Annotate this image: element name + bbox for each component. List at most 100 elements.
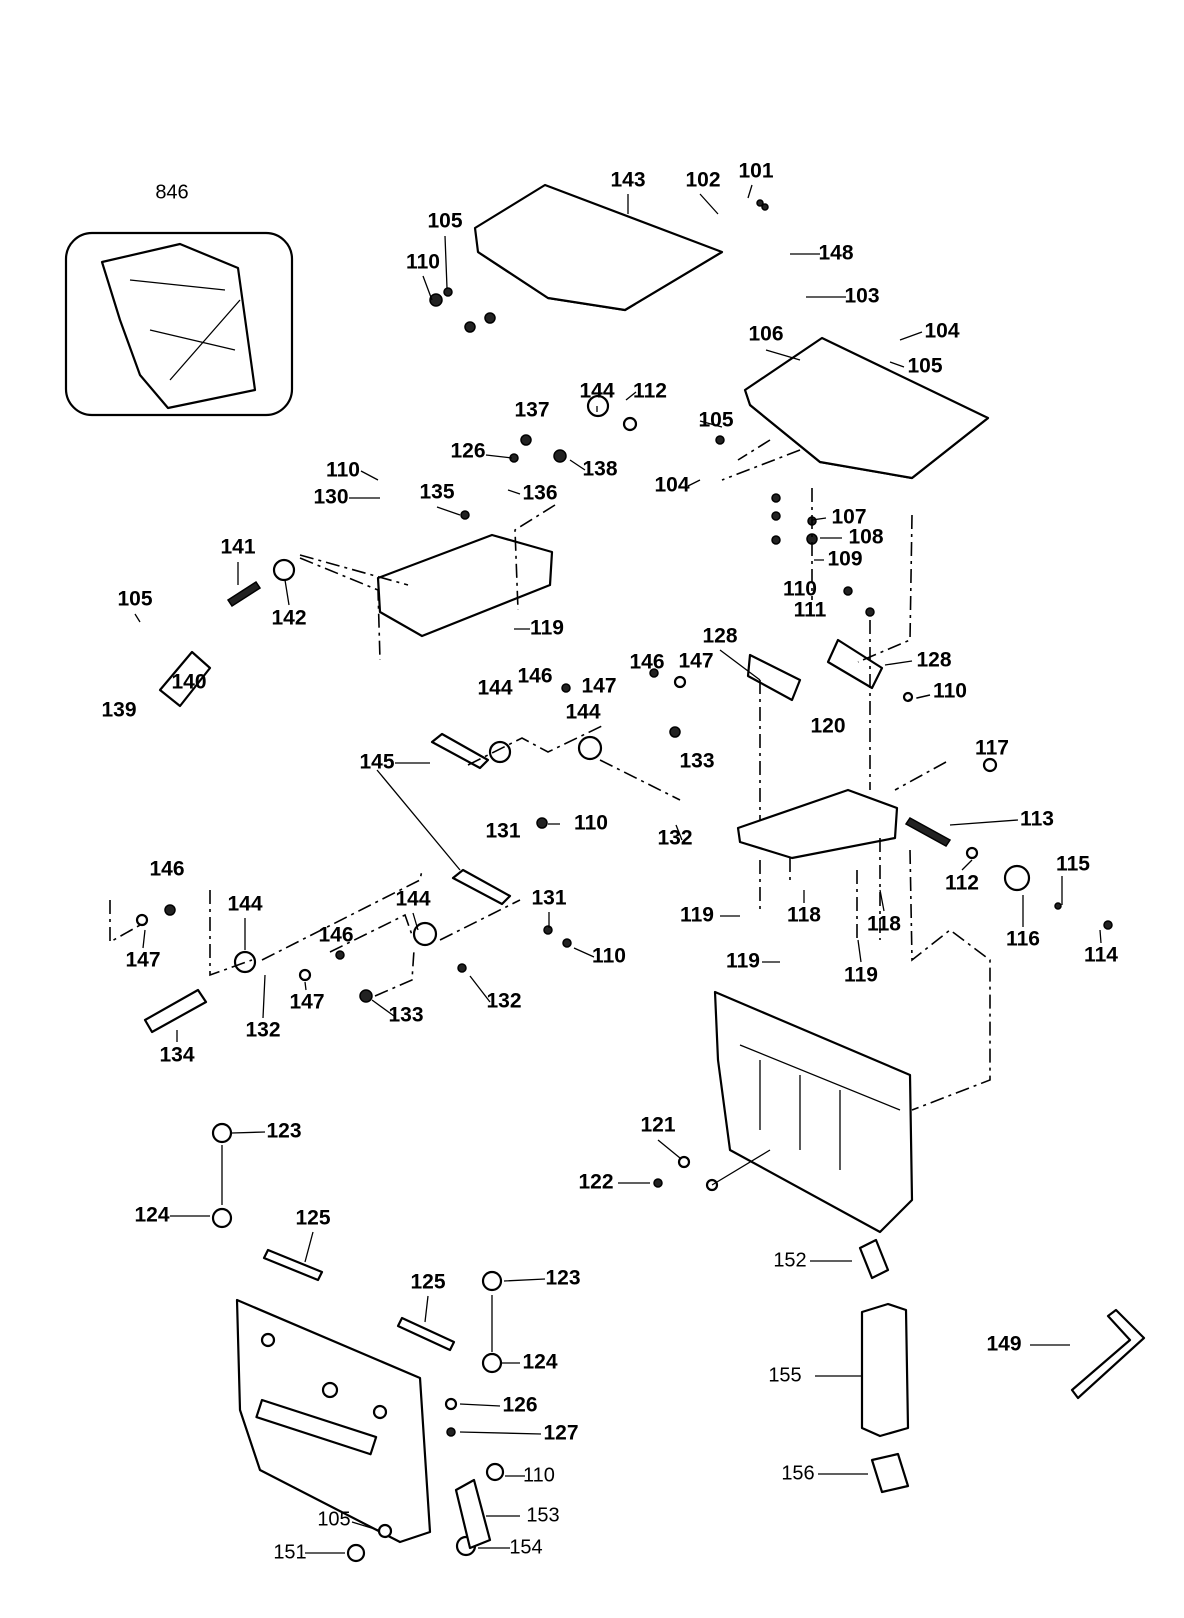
callout-127: 127 bbox=[543, 1422, 578, 1445]
callout-107: 107 bbox=[831, 506, 866, 529]
callout-119: 119 bbox=[680, 904, 714, 927]
frame-part-120 bbox=[736, 788, 899, 860]
callout-105: 105 bbox=[427, 210, 462, 233]
callout-112: 112 bbox=[945, 872, 979, 895]
callout-144: 144 bbox=[579, 380, 614, 403]
callout-154: 154 bbox=[509, 1536, 542, 1558]
pin-part-125 bbox=[262, 1248, 324, 1282]
pin-part-125 bbox=[396, 1316, 456, 1352]
callout-119: 119 bbox=[844, 964, 878, 987]
callout-131: 131 bbox=[531, 887, 566, 910]
callout-140: 140 bbox=[171, 671, 206, 694]
callout-105: 105 bbox=[907, 355, 942, 378]
callout-110: 110 bbox=[783, 578, 817, 601]
callout-102: 102 bbox=[685, 169, 720, 192]
callout-110: 110 bbox=[933, 680, 967, 703]
callout-125: 125 bbox=[295, 1207, 330, 1230]
callout-152: 152 bbox=[773, 1249, 806, 1271]
callout-110: 110 bbox=[523, 1464, 555, 1486]
callout-133: 133 bbox=[388, 1004, 423, 1027]
callout-138: 138 bbox=[582, 458, 617, 481]
leg-part-155 bbox=[860, 1302, 910, 1438]
callout-115: 115 bbox=[1056, 853, 1090, 876]
callout-105: 105 bbox=[317, 1508, 350, 1530]
callout-132: 132 bbox=[486, 990, 521, 1013]
callout-labels: 846 143 102 101 105 110 148 103 106 104 105 144 112 1… bbox=[101, 160, 1118, 1564]
callout-146: 146 bbox=[517, 665, 552, 688]
callout-112: 112 bbox=[633, 380, 667, 403]
callout-119: 119 bbox=[530, 617, 564, 640]
base-frame-right bbox=[713, 990, 914, 1234]
callout-144: 144 bbox=[395, 888, 430, 911]
callout-137: 137 bbox=[514, 399, 549, 422]
callout-146: 146 bbox=[318, 924, 353, 947]
callout-109: 109 bbox=[827, 548, 862, 571]
callout-143: 143 bbox=[610, 169, 645, 192]
bar-part-145 bbox=[451, 868, 512, 906]
callout-119: 119 bbox=[726, 950, 760, 973]
table-part-143 bbox=[473, 183, 724, 312]
callout-133: 133 bbox=[679, 750, 714, 773]
callout-151: 151 bbox=[273, 1541, 306, 1563]
callout-110: 110 bbox=[592, 945, 626, 968]
callout-146: 146 bbox=[149, 858, 184, 881]
callout-123: 123 bbox=[266, 1120, 301, 1143]
knob-part-140 bbox=[158, 650, 212, 708]
callout-111: 111 bbox=[794, 599, 827, 622]
base-frame-left bbox=[235, 1298, 432, 1544]
bracket-part-128 bbox=[826, 638, 884, 690]
callout-155: 155 bbox=[768, 1364, 801, 1386]
table-part-106 bbox=[743, 336, 990, 480]
callout-106: 106 bbox=[748, 323, 783, 346]
callout-120: 120 bbox=[810, 715, 845, 738]
callout-130: 130 bbox=[313, 486, 348, 509]
callout-113: 113 bbox=[1020, 808, 1054, 831]
callout-142: 142 bbox=[271, 607, 306, 630]
callout-117: 117 bbox=[975, 737, 1009, 760]
shaft-part-134 bbox=[143, 988, 208, 1034]
callout-144: 144 bbox=[565, 701, 600, 724]
callout-132: 132 bbox=[245, 1019, 280, 1042]
callout-104: 104 bbox=[924, 320, 959, 343]
callout-144: 144 bbox=[477, 677, 512, 700]
pin-part-141 bbox=[226, 580, 262, 608]
bracket-part-128 bbox=[746, 653, 802, 702]
callout-128: 128 bbox=[702, 625, 737, 648]
callout-146: 146 bbox=[629, 651, 664, 674]
small-hardware bbox=[135, 199, 1113, 1563]
callout-126: 126 bbox=[502, 1394, 537, 1417]
callout-110: 110 bbox=[406, 251, 440, 274]
shaft-part-113 bbox=[904, 817, 952, 847]
callout-121: 121 bbox=[640, 1114, 675, 1137]
callout-125: 125 bbox=[410, 1271, 445, 1294]
frame-part-129 bbox=[376, 533, 554, 638]
callout-122: 122 bbox=[578, 1171, 613, 1194]
washer-part-142 bbox=[272, 558, 296, 582]
callout-141: 141 bbox=[220, 536, 255, 559]
callout-103: 103 bbox=[844, 285, 879, 308]
callout-114: 114 bbox=[1084, 944, 1118, 967]
callout-147: 147 bbox=[125, 949, 160, 972]
callout-134: 134 bbox=[159, 1044, 194, 1067]
callout-147: 147 bbox=[678, 650, 713, 673]
callout-101: 101 bbox=[738, 160, 773, 183]
callout-118: 118 bbox=[867, 913, 901, 936]
callout-139: 139 bbox=[101, 699, 136, 722]
callout-108: 108 bbox=[848, 526, 883, 549]
callout-123: 123 bbox=[545, 1267, 580, 1290]
accessory-bag-part-846 bbox=[64, 231, 294, 417]
callout-124: 124 bbox=[522, 1351, 557, 1374]
callout-104: 104 bbox=[654, 474, 689, 497]
hex-key-part-149 bbox=[1070, 1308, 1146, 1400]
callout-110: 110 bbox=[326, 459, 360, 482]
leader-lines bbox=[109, 184, 1102, 1554]
callout-156: 156 bbox=[781, 1462, 814, 1484]
callout-116: 116 bbox=[1006, 928, 1040, 951]
callout-105: 105 bbox=[117, 588, 152, 611]
callout-846: 846 bbox=[155, 181, 188, 203]
callout-105: 105 bbox=[698, 409, 733, 432]
callout-110: 110 bbox=[574, 812, 608, 835]
cap-part-152 bbox=[858, 1238, 890, 1280]
callout-148: 148 bbox=[818, 242, 853, 265]
callout-126: 126 bbox=[450, 440, 485, 463]
